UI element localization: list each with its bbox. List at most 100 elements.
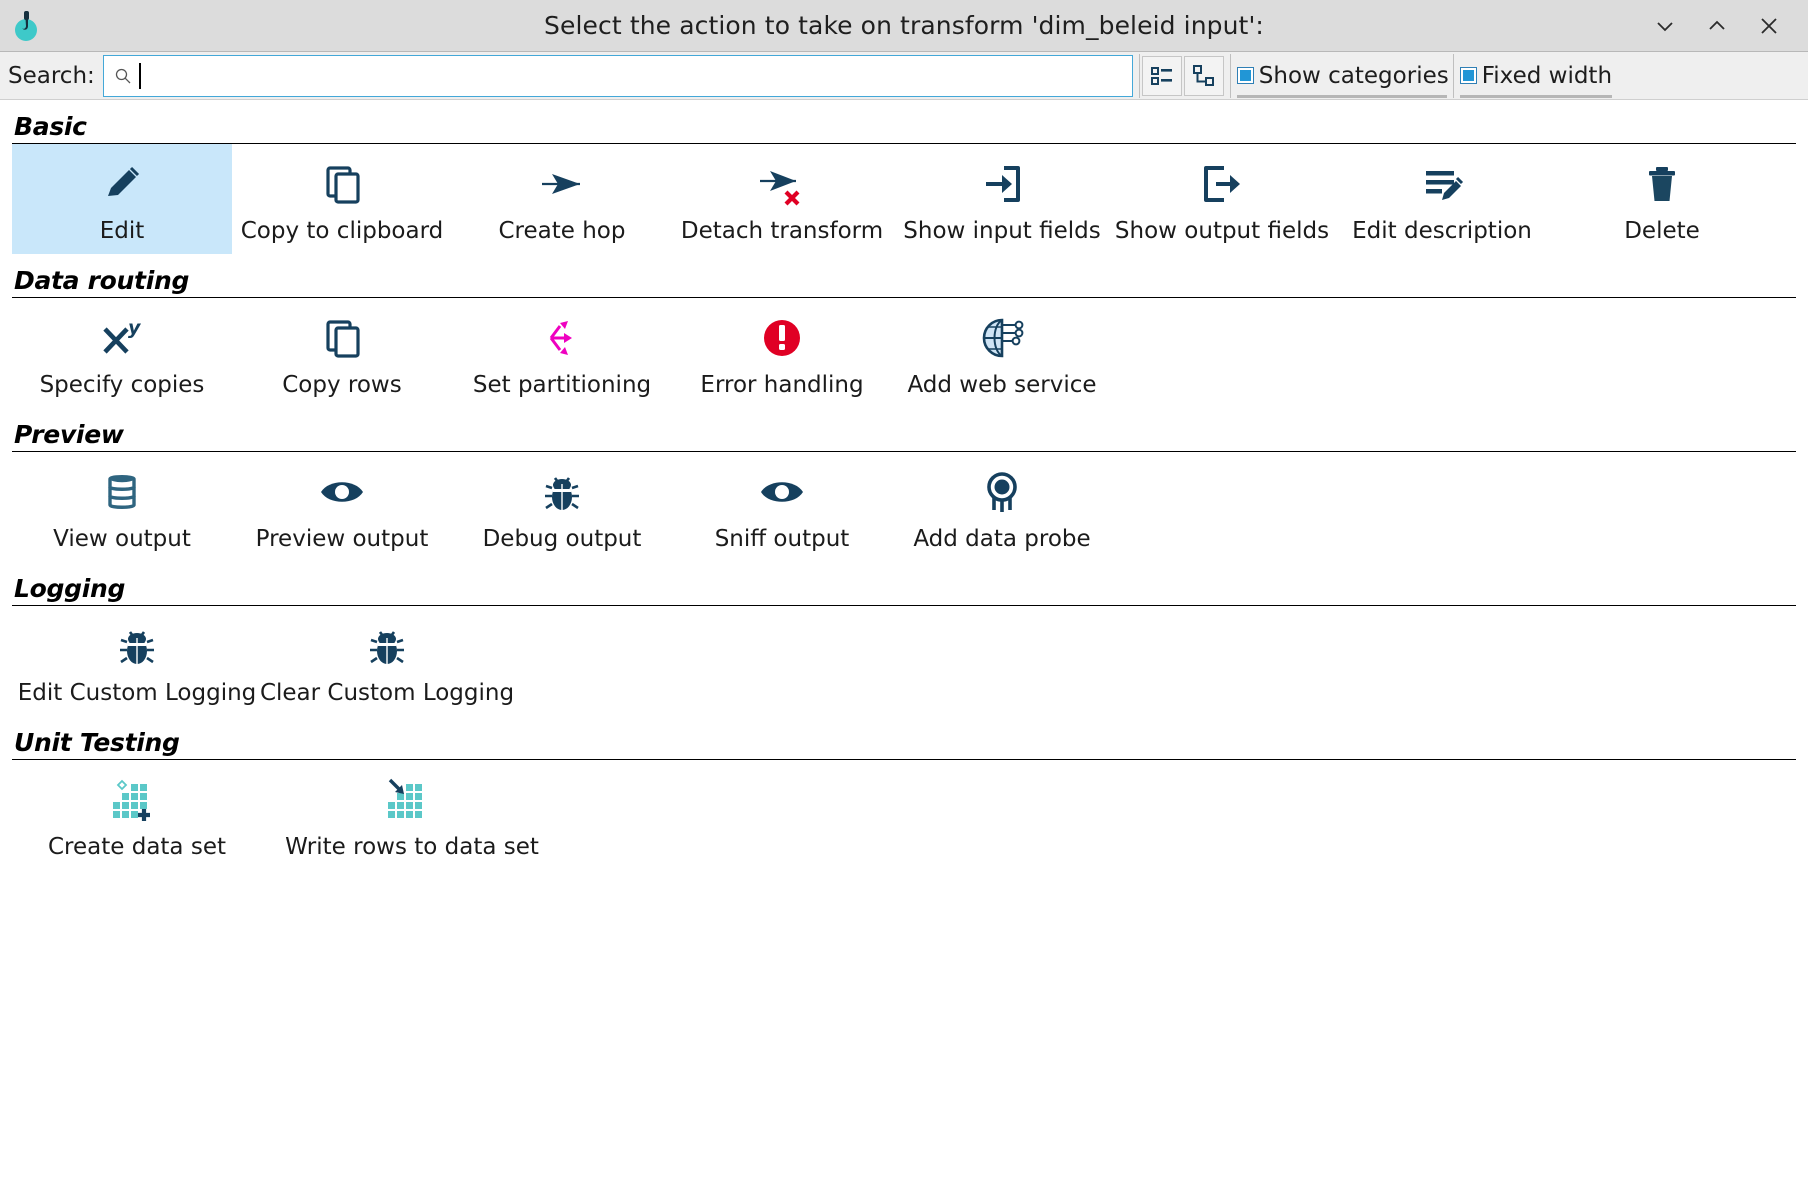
action-add-data-probe[interactable]: Add data probe [892, 452, 1112, 562]
action-label: Preview output [255, 526, 429, 552]
svg-text:y: y [128, 317, 142, 339]
category-items: y Specify copies Copy rows [12, 298, 1796, 408]
page-title: Select the action to take on transform '… [544, 11, 1264, 40]
action-label: Add web service [907, 372, 1097, 398]
action-label: Sniff output [714, 526, 850, 552]
action-label: Show output fields [1114, 218, 1330, 244]
action-label: Detach transform [680, 218, 884, 244]
category-data-routing: Data routing y Specify copies [12, 256, 1796, 408]
action-list: Basic Edit Copy to clipb [0, 100, 1808, 1203]
action-label: Edit Custom Logging [17, 680, 257, 706]
action-label: Edit [99, 218, 145, 244]
action-label: Show input fields [903, 218, 1101, 244]
copy-icon [318, 156, 366, 212]
checkbox-indicator[interactable] [1236, 67, 1254, 84]
action-write-rows-to-data-set[interactable]: Write rows to data set [262, 760, 562, 870]
action-create-data-set[interactable]: Create data set [12, 760, 262, 870]
minimize-button[interactable] [1648, 9, 1682, 43]
action-edit-description[interactable]: Edit description [1332, 144, 1552, 254]
text-caret [138, 62, 141, 89]
category-items: View output Preview output [12, 452, 1796, 562]
search-input[interactable] [102, 54, 1133, 97]
category-items: Create data set Write row [12, 760, 1796, 870]
create-dataset-icon [111, 772, 163, 828]
trash-icon [1638, 156, 1686, 212]
action-preview-output[interactable]: Preview output [232, 452, 452, 562]
hop-arrow-icon [538, 156, 586, 212]
action-label: Clear Custom Logging [259, 680, 515, 706]
show-categories-label: Show categories [1258, 62, 1449, 89]
action-label: View output [53, 526, 191, 552]
action-show-input-fields[interactable]: Show input fields [892, 144, 1112, 254]
action-label: Write rows to data set [285, 834, 539, 860]
x-power-y-icon: y [97, 310, 147, 366]
detach-arrow-x-icon [758, 156, 806, 212]
search-label: Search: [8, 62, 95, 89]
category-unit-testing: Unit Testing Create data se [12, 718, 1796, 870]
bug-icon [363, 618, 411, 674]
window-title-bar: Select the action to take on transform '… [0, 0, 1808, 52]
action-label: Add data probe [913, 526, 1091, 552]
pencil-icon [98, 156, 146, 212]
action-copy-rows[interactable]: Copy rows [232, 298, 452, 408]
action-label: Debug output [482, 526, 642, 552]
show-categories-checkbox[interactable]: Show categories [1229, 53, 1453, 98]
action-label: Edit description [1352, 218, 1532, 244]
fixed-width-checkbox[interactable]: Fixed width [1452, 53, 1627, 98]
category-logging: Logging Edit Custom Logging [12, 564, 1796, 716]
partitioning-arrows-icon [538, 310, 586, 366]
action-label: Specify copies [39, 372, 205, 398]
data-probe-icon [978, 464, 1026, 520]
description-pencil-icon [1418, 156, 1466, 212]
checkbox-underline [1459, 94, 1613, 98]
view-mode-toggles [1138, 53, 1230, 98]
action-set-partitioning[interactable]: Set partitioning [452, 298, 672, 408]
eye-icon [757, 464, 807, 520]
category-basic: Basic Edit Copy to clipb [12, 102, 1796, 254]
action-detach-transform[interactable]: Detach transform [672, 144, 892, 254]
action-label: Delete [1624, 218, 1700, 244]
category-header: Logging [12, 564, 1796, 606]
action-copy-to-clipboard[interactable]: Copy to clipboard [232, 144, 452, 254]
hop-logo-icon [4, 4, 48, 48]
checkbox-indicator[interactable] [1459, 67, 1477, 84]
close-button[interactable] [1752, 9, 1786, 43]
list-view-button[interactable] [1141, 55, 1182, 96]
write-dataset-icon [386, 772, 438, 828]
action-label: Set partitioning [472, 372, 652, 398]
bug-icon [538, 464, 586, 520]
error-circle-icon [758, 310, 806, 366]
action-debug-output[interactable]: Debug output [452, 452, 672, 562]
category-header: Basic [12, 102, 1796, 144]
action-show-output-fields[interactable]: Show output fields [1112, 144, 1332, 254]
fixed-width-label: Fixed width [1481, 62, 1613, 89]
category-header: Unit Testing [12, 718, 1796, 760]
category-header: Preview [12, 410, 1796, 452]
action-edit[interactable]: Edit [12, 144, 232, 254]
action-clear-custom-logging[interactable]: Clear Custom Logging [259, 606, 515, 716]
eye-icon [317, 464, 367, 520]
tree-view-button[interactable] [1183, 55, 1224, 96]
action-delete[interactable]: Delete [1552, 144, 1772, 254]
bug-icon [113, 618, 161, 674]
category-items: Edit Copy to clipboard [12, 144, 1796, 254]
action-label: Copy rows [282, 372, 402, 398]
action-sniff-output[interactable]: Sniff output [672, 452, 892, 562]
action-edit-custom-logging[interactable]: Edit Custom Logging [12, 606, 262, 716]
window-controls [1648, 9, 1808, 43]
search-input-text[interactable] [136, 56, 1126, 96]
category-header: Data routing [12, 256, 1796, 298]
maximize-button[interactable] [1700, 9, 1734, 43]
action-label: Create hop [498, 218, 626, 244]
action-label: Error handling [700, 372, 864, 398]
action-label: Copy to clipboard [240, 218, 444, 244]
action-view-output[interactable]: View output [12, 452, 232, 562]
action-label: Create data set [47, 834, 226, 860]
action-create-hop[interactable]: Create hop [452, 144, 672, 254]
action-specify-copies[interactable]: y Specify copies [12, 298, 232, 408]
copy-icon [318, 310, 366, 366]
action-error-handling[interactable]: Error handling [672, 298, 892, 408]
input-fields-icon [978, 156, 1026, 212]
checkbox-underline [1236, 94, 1447, 98]
action-add-web-service[interactable]: Add web service [892, 298, 1112, 408]
